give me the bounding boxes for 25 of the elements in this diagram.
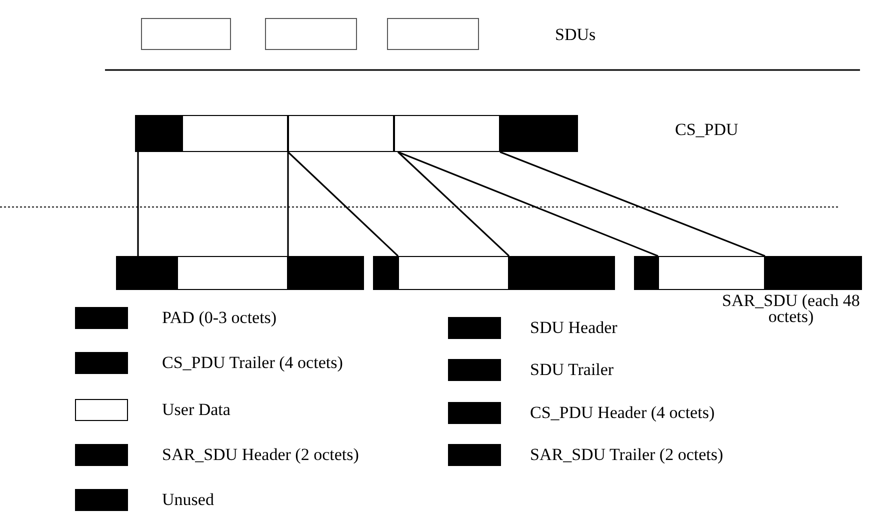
legend-label: Unused — [162, 491, 214, 509]
section-label: CS_PDU — [675, 121, 738, 139]
legend-label: User Data — [162, 401, 230, 419]
section-label: SAR_SDU (each 48 octets) — [721, 293, 861, 325]
legend-label: SDU Header — [530, 319, 618, 337]
connector-line — [500, 151, 766, 257]
legend-label: SAR_SDU Header (2 octets) — [162, 446, 359, 464]
segmented-bar — [135, 115, 578, 152]
empty-box — [387, 18, 479, 50]
connector-line — [397, 151, 510, 257]
empty-box — [141, 18, 231, 50]
legend-label: SDU Trailer — [530, 361, 614, 379]
section-label: SDUs — [555, 26, 596, 44]
legend-label: CS_PDU Header (4 octets) — [530, 404, 715, 422]
connector-line — [287, 151, 399, 257]
segmented-bar — [116, 256, 364, 290]
segmented-bar — [373, 256, 615, 290]
empty-box — [265, 18, 357, 50]
connector-line — [137, 152, 139, 256]
segmented-bar — [634, 256, 862, 290]
connector-line — [287, 152, 289, 256]
legend-label: PAD (0-3 octets) — [162, 309, 277, 327]
legend-label: CS_PDU Trailer (4 octets) — [162, 354, 343, 372]
legend-label: SAR_SDU Trailer (2 octets) — [530, 446, 724, 464]
connector-line — [398, 151, 658, 257]
